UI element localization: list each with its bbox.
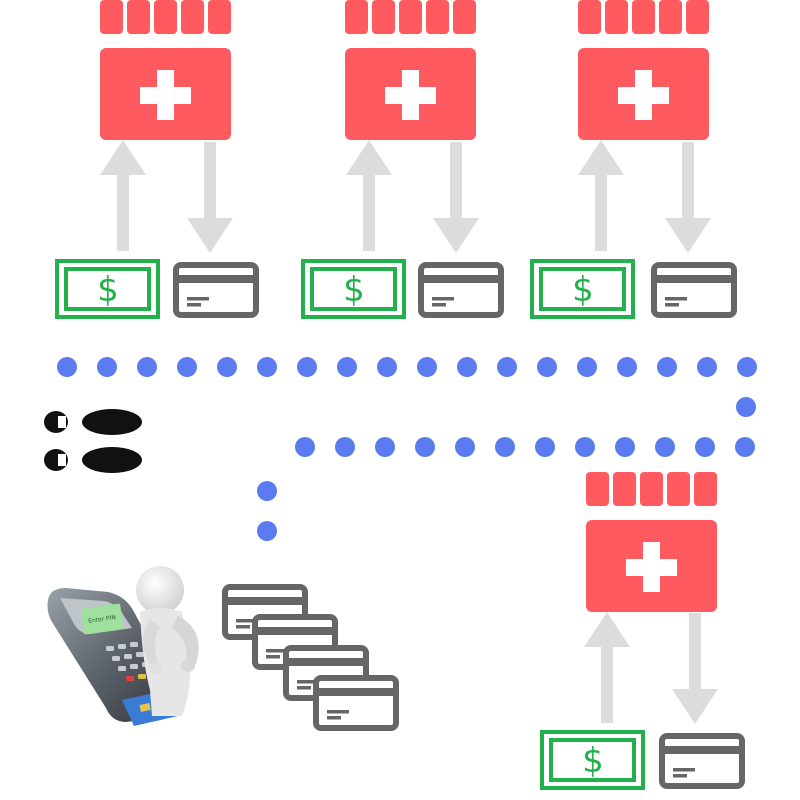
path-dot — [577, 357, 597, 377]
pharmacy-store-icon — [345, 0, 476, 140]
arrow-down-icon — [187, 142, 233, 253]
path-dot — [535, 437, 555, 457]
path-dot — [697, 357, 717, 377]
arrow-up-icon — [584, 612, 630, 723]
path-dot — [737, 357, 757, 377]
path-dot — [257, 521, 277, 541]
path-dot — [375, 437, 395, 457]
terminal-keypad — [106, 642, 150, 671]
path-dot — [417, 357, 437, 377]
credit-card-icon — [654, 265, 734, 315]
path-dot — [257, 357, 277, 377]
store-group-3: $ — [530, 0, 734, 319]
payment-terminal-illustration: Enter PIN — [47, 566, 199, 726]
path-dot — [655, 437, 675, 457]
path-dot — [457, 357, 477, 377]
arrow-down-icon — [665, 142, 711, 253]
dollar-sign: $ — [572, 270, 594, 310]
terminal-screen-text: Enter PIN — [88, 614, 117, 625]
dollar-sign: $ — [582, 741, 604, 781]
arrow-up-icon — [100, 140, 146, 251]
dollar-bill-icon: $ — [540, 730, 645, 790]
arrow-down-icon — [672, 613, 718, 724]
path-dot — [137, 357, 157, 377]
path-dot — [657, 357, 677, 377]
path-dot — [257, 481, 277, 501]
path-dot — [337, 357, 357, 377]
pharmacy-store-icon — [578, 0, 709, 140]
dollar-bill-icon: $ — [301, 259, 406, 319]
path-dot — [736, 397, 756, 417]
path-dot — [495, 437, 515, 457]
pharmacy-store-icon — [100, 0, 231, 140]
dollar-bill-icon: $ — [55, 259, 160, 319]
footprints-icon — [44, 409, 142, 473]
figure-person — [136, 566, 199, 716]
credit-card-icon — [421, 265, 501, 315]
path-dot — [497, 357, 517, 377]
path-dot — [415, 437, 435, 457]
path-dot — [57, 357, 77, 377]
path-dot — [297, 357, 317, 377]
store-group-2: $ — [301, 0, 501, 319]
path-dot — [177, 357, 197, 377]
store-group-1: $ — [55, 0, 256, 319]
path-dot — [335, 437, 355, 457]
path-dot — [575, 437, 595, 457]
credit-card-icon — [176, 265, 256, 315]
path-dot — [97, 357, 117, 377]
path-dot — [377, 357, 397, 377]
store-group-4: $ — [540, 472, 742, 790]
arrow-up-icon — [346, 140, 392, 251]
path-dot — [217, 357, 237, 377]
path-dot — [537, 357, 557, 377]
path-dot — [735, 437, 755, 457]
payment-terminal: Enter PIN — [47, 588, 183, 726]
path-dot — [615, 437, 635, 457]
dotted-path — [57, 357, 757, 541]
arrow-down-icon — [433, 142, 479, 253]
path-dot — [695, 437, 715, 457]
dollar-sign: $ — [343, 270, 365, 310]
dollar-sign: $ — [97, 270, 119, 310]
credit-card-icon — [662, 736, 742, 786]
credit-card-icon — [316, 678, 396, 728]
path-dot — [455, 437, 475, 457]
credit-card-stack — [225, 587, 396, 728]
pharmacy-store-icon — [586, 472, 717, 612]
path-dot — [617, 357, 637, 377]
path-dot — [295, 437, 315, 457]
terminal-screen — [80, 603, 124, 635]
arrow-up-icon — [578, 140, 624, 251]
dollar-bill-icon: $ — [530, 259, 635, 319]
